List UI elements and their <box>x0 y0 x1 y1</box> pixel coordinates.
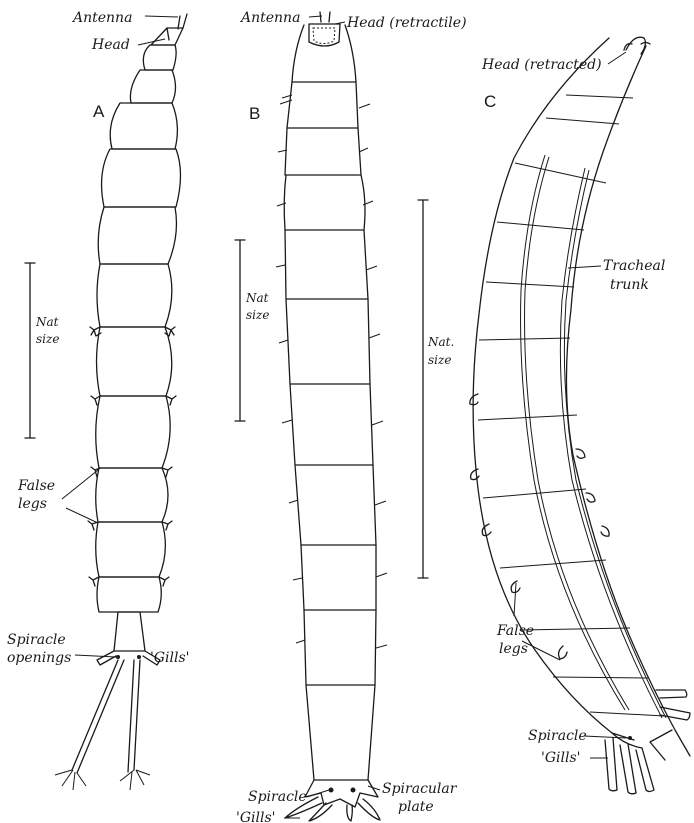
label-b-scale-1: Nat <box>245 291 269 305</box>
label-a-false-legs-2: legs <box>18 496 47 512</box>
label-b-spiracular-plate-1: Spiracular <box>382 781 458 797</box>
label-c-spiracle: Spiracle <box>528 728 587 744</box>
label-a-spiracle-openings-1: Spiracle <box>7 632 66 648</box>
label-b-head: Head (retractile) <box>346 15 467 31</box>
label-a-false-legs-1: False <box>17 478 55 494</box>
label-a-scale-1: Nat <box>35 315 59 329</box>
label-a-head: Head <box>91 37 130 53</box>
larva-a-head <box>151 14 187 45</box>
label-c-gills: 'Gills' <box>541 750 581 766</box>
larva-a-body <box>96 45 181 651</box>
larva-c: C <box>418 37 690 794</box>
larva-a-gills <box>55 651 160 790</box>
larva-b-scale-bar <box>235 240 245 421</box>
label-b-spiracular-plate-2: plate <box>398 799 434 815</box>
leader-c-tracheal <box>568 266 601 268</box>
leader-a-spiracle <box>75 655 116 657</box>
leader-a-antenna <box>145 16 178 17</box>
label-c-scale-2: size <box>428 353 451 367</box>
larva-a: A <box>7 10 190 790</box>
label-b-antenna: Antenna <box>239 10 300 26</box>
leader-b-spiracle <box>307 790 329 797</box>
label-b-scale-2: size <box>246 308 269 322</box>
panel-letter-a: A <box>93 102 105 121</box>
label-c-scale-1: Nat. <box>427 335 454 349</box>
panel-letter-b: B <box>249 104 260 123</box>
label-c-tracheal-2: trunk <box>610 277 649 293</box>
label-a-scale-2: size <box>36 332 59 346</box>
larva-a-scale-bar <box>25 263 35 438</box>
leader-c-head <box>608 52 626 64</box>
panel-letter-c: C <box>484 92 496 111</box>
larva-b: B <box>235 10 467 823</box>
label-a-antenna: Antenna <box>71 10 132 26</box>
label-a-gills: 'Gills' <box>150 650 190 666</box>
larva-c-scale-bar <box>418 200 428 578</box>
larva-b-body <box>284 82 376 780</box>
label-c-head: Head (retracted) <box>481 57 602 73</box>
leader-a-false-legs <box>62 470 98 523</box>
label-c-false-legs-1: False <box>496 623 534 639</box>
label-c-false-legs-2: legs <box>499 641 528 657</box>
label-c-tracheal-1: Tracheal <box>603 258 665 274</box>
label-b-gills: 'Gills' <box>236 810 276 823</box>
larva-c-tracheal-trunks <box>521 155 666 718</box>
larva-a-false-legs <box>88 327 176 586</box>
larva-c-gills <box>605 690 690 794</box>
label-a-spiracle-openings-2: openings <box>7 650 71 666</box>
leader-c-spiracle <box>584 736 626 738</box>
label-b-spiracle: Spiracle <box>248 789 307 805</box>
